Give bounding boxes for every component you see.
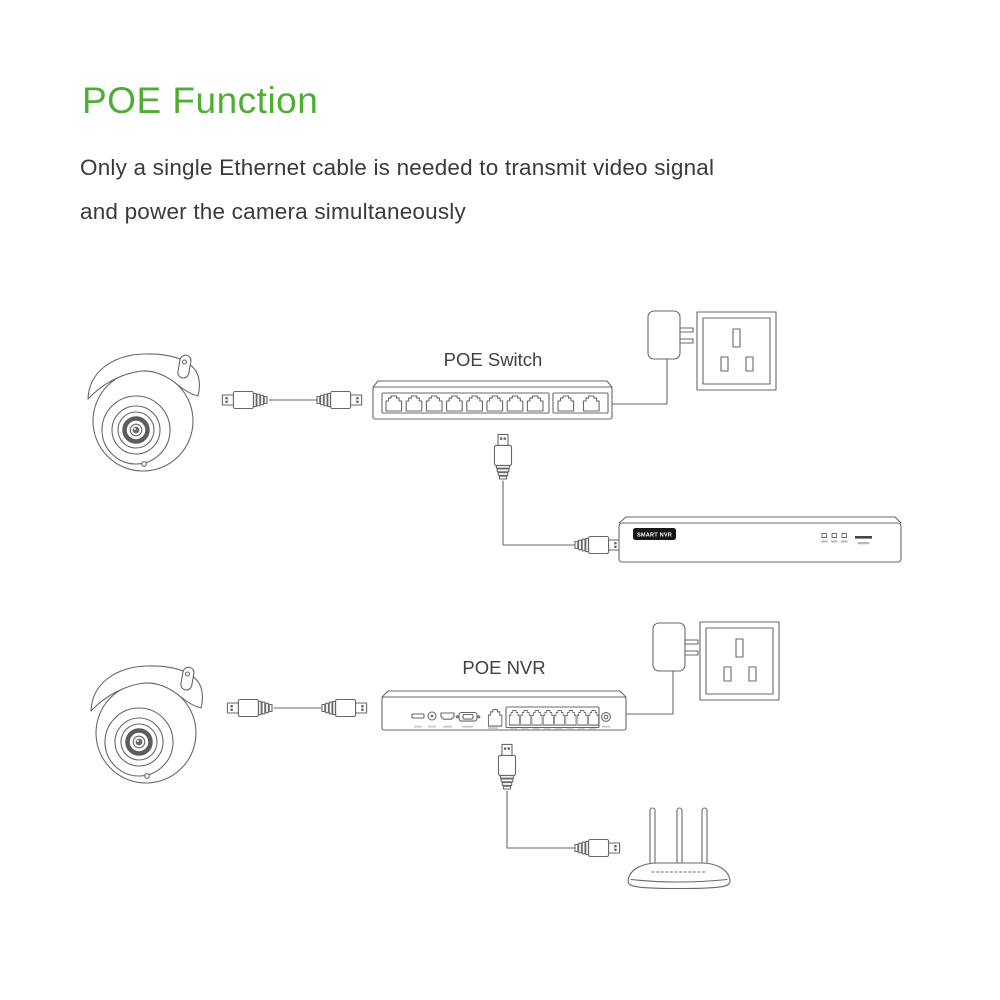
nvr-status-leds: [820, 533, 848, 543]
smart-nvr-icon: SMART NVR: [618, 516, 902, 563]
nvr-power-jack: [601, 712, 611, 722]
nvr-lan-port: [487, 708, 503, 727]
nvr-poe-port-block: [505, 706, 600, 729]
poe-nvr-icon: [381, 690, 627, 731]
subtitle-line-1: Only a single Ethernet cable is needed t…: [80, 155, 715, 180]
poe-nvr-label: POE NVR: [462, 657, 545, 678]
ethernet-cable-icon: [222, 392, 361, 409]
wall-socket-icon: [699, 621, 780, 701]
wall-socket-icon: [696, 311, 777, 391]
smart-nvr-badge-label: SMART NVR: [637, 533, 672, 539]
nvr-to-router-cable-icon: [497, 743, 621, 858]
switch-to-nvr-cable-icon: [493, 433, 621, 555]
dome-camera-icon: [88, 354, 199, 471]
nvr-hdmi-port: [440, 712, 455, 720]
nvr-port-labels: [414, 725, 610, 730]
power-cable-line: [611, 359, 668, 405]
page-title: POE Function: [82, 80, 319, 121]
dome-camera-icon: [91, 666, 202, 783]
page-subtitle: Only a single Ethernet cable is needed t…: [80, 146, 714, 234]
nvr-usb-slot: [855, 536, 872, 545]
poe-switch-label: POE Switch: [444, 349, 543, 370]
poe-switch-icon: [372, 380, 613, 420]
diagram-poe-switch-setup: POE Switch: [88, 310, 902, 563]
power-adapter-icon: [652, 622, 699, 672]
power-adapter-icon: [647, 310, 694, 360]
nvr-usb-port: [411, 713, 425, 719]
ethernet-cable-icon: [227, 700, 366, 717]
wifi-router-icon: [627, 807, 731, 890]
nvr-vga-port: [455, 711, 481, 722]
smart-nvr-badge: [633, 528, 676, 540]
power-cable-line: [626, 670, 674, 715]
diagram-poe-nvr-setup: POE NVR: [91, 621, 780, 890]
nvr-audio-jack: [427, 711, 437, 721]
subtitle-line-2: and power the camera simultaneously: [80, 199, 466, 224]
